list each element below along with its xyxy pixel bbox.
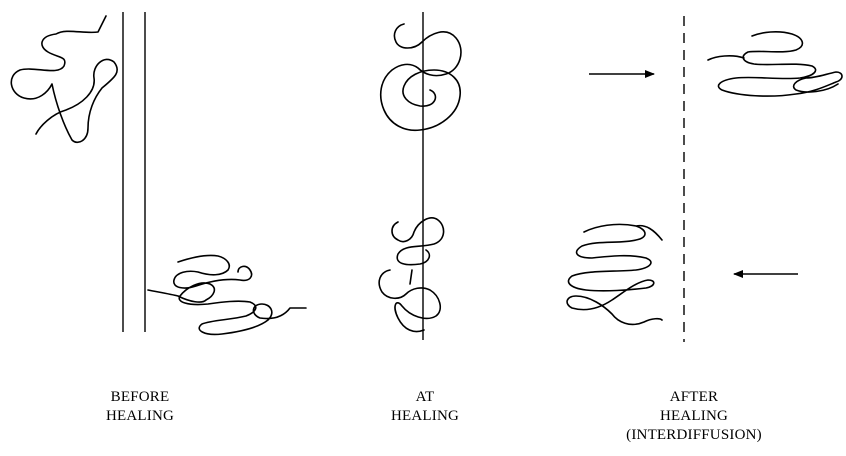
polymer-chain-bottom-coil: [379, 218, 443, 332]
caption-line-2: HEALING: [614, 407, 774, 426]
polymer-chain-lower-right: [148, 255, 306, 334]
caption-line-1: AFTER: [614, 388, 774, 407]
before-healing-caption: BEFORE HEALING: [80, 388, 200, 426]
at-healing-panel: [379, 12, 461, 340]
polymer-chain-lower-left-folded: [567, 224, 662, 324]
caption-line-1: AT: [365, 388, 485, 407]
caption-line-2: HEALING: [80, 407, 200, 426]
polymer-chain-upper-left: [11, 16, 117, 142]
after-healing-caption: AFTER HEALING (INTERDIFFUSION): [614, 388, 774, 445]
polymer-chain-upper-right-folded: [708, 32, 842, 96]
before-healing-panel: [11, 12, 306, 334]
caption-line-1: BEFORE: [80, 388, 200, 407]
at-healing-caption: AT HEALING: [365, 388, 485, 426]
caption-line-2: HEALING: [365, 407, 485, 426]
after-healing-panel: [567, 16, 842, 342]
caption-line-3: (INTERDIFFUSION): [614, 426, 774, 445]
polymer-chain-top-coil: [381, 24, 461, 130]
